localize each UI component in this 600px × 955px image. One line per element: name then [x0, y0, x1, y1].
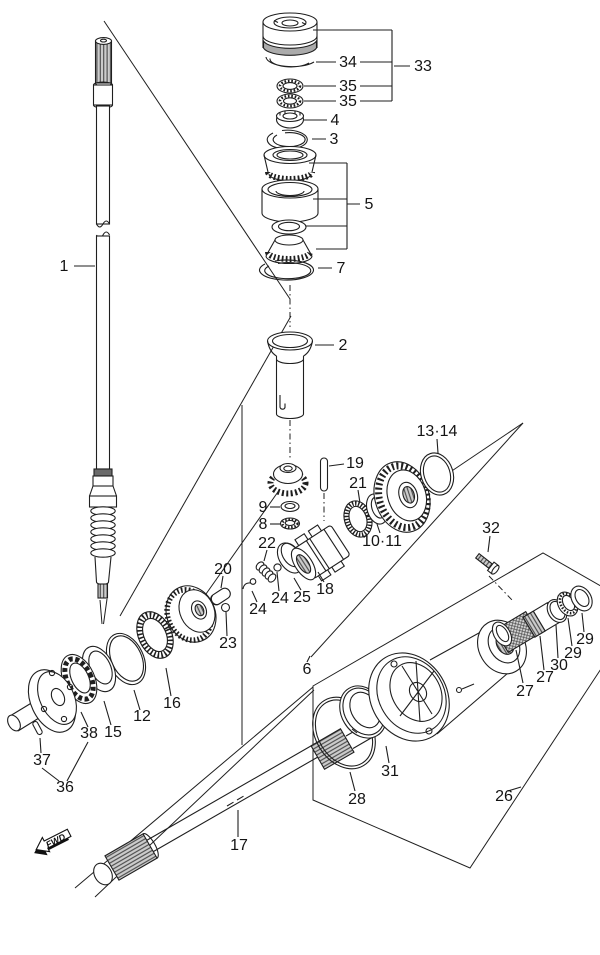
fwd-arrow: FWD	[34, 828, 72, 856]
bearing-cup-part5	[261, 179, 319, 223]
part-label-19: 19	[346, 455, 364, 472]
part-label-3: 3	[330, 131, 339, 148]
part-label-36: 36	[56, 779, 74, 796]
serrated-ring-part16	[136, 611, 174, 659]
part-label-33: 33	[414, 58, 432, 75]
part-label-5: 5	[365, 196, 374, 213]
part-label-18: 18	[316, 581, 334, 598]
part-label-4: 4	[331, 112, 340, 129]
sleeve-part2	[266, 331, 334, 420]
part-label-25: 25	[293, 589, 311, 606]
part-label-27b: 27	[536, 669, 554, 686]
ball-part23	[220, 602, 231, 613]
pin-part37	[32, 720, 43, 736]
bearing-carrier-group	[306, 535, 593, 792]
part-label-29a: 29	[564, 645, 582, 662]
part-label-26: 26	[495, 788, 513, 805]
upper-stack	[258, 12, 410, 281]
part-label-2: 2	[339, 337, 348, 354]
washer-part8	[270, 517, 301, 530]
ring-part13-14	[419, 452, 455, 496]
spring-part22	[255, 561, 277, 583]
part-label-34: 34	[339, 54, 357, 71]
part-label-16: 16	[163, 695, 181, 712]
pin-part19	[319, 457, 329, 492]
part-label-21: 21	[349, 475, 367, 492]
part-label-37: 37	[33, 752, 51, 769]
part-label-20: 20	[214, 561, 232, 578]
part-label-35b: 35	[339, 93, 357, 110]
nut-part4	[275, 109, 305, 129]
spring-ring-part21	[343, 500, 373, 538]
part-label-24a: 24	[249, 601, 267, 618]
part-label-13-14: 13·14	[417, 423, 458, 440]
part-label-23: 23	[219, 635, 237, 652]
washer-part34	[265, 56, 315, 68]
part-label-24b: 24	[271, 590, 289, 607]
cap-part34	[262, 12, 318, 56]
ring-part35b	[276, 93, 304, 109]
part-label-28: 28	[348, 791, 366, 808]
flanged-shaft	[7, 669, 77, 736]
part-label-27a: 27	[516, 683, 534, 700]
part-label-15: 15	[104, 724, 122, 741]
part-label-38: 38	[80, 725, 98, 742]
bolt-part32	[474, 552, 500, 575]
driveshaft-part1	[88, 37, 118, 599]
ring-part7	[258, 259, 315, 281]
clutch-cluster	[210, 457, 361, 637]
ring-part5-mid	[271, 219, 307, 235]
pinion-gear	[267, 462, 309, 497]
seal-part29b	[570, 585, 593, 612]
part-label-7: 7	[337, 260, 346, 277]
ring-part9	[270, 500, 300, 513]
construction-lines	[74, 20, 600, 898]
clutch-dog-part18	[290, 524, 350, 582]
ring-part35a	[276, 78, 304, 94]
part-label-10-11: 10·11	[362, 533, 402, 550]
part-label-30: 30	[550, 657, 568, 674]
clip-part24a	[242, 578, 257, 590]
part-label-17: 17	[230, 837, 248, 854]
ball-part24b	[273, 563, 282, 572]
part-label-22: 22	[258, 535, 276, 552]
part-label-35a: 35	[339, 78, 357, 95]
prop-shaft-part17	[93, 724, 374, 886]
part-label-9: 9	[259, 499, 268, 516]
left-assembly	[7, 585, 217, 782]
forward-gear-group	[343, 438, 455, 538]
part-label-8: 8	[259, 516, 268, 533]
part-label-32: 32	[482, 520, 500, 537]
part-label-1: 1	[60, 258, 69, 275]
part-label-29b: 29	[576, 631, 594, 648]
part-label-31: 31	[381, 763, 399, 780]
part-labels: 1 2 3 4 5 7 33 34 35 35 19 21 13·14 10·1…	[33, 54, 594, 854]
bevel-gear	[373, 461, 431, 533]
part-label-6: 6	[303, 661, 312, 678]
part-label-12: 12	[133, 708, 151, 725]
bearing-part5-upper	[263, 145, 317, 182]
rear-gear	[164, 585, 217, 643]
bearing-part5-lower	[265, 234, 313, 265]
